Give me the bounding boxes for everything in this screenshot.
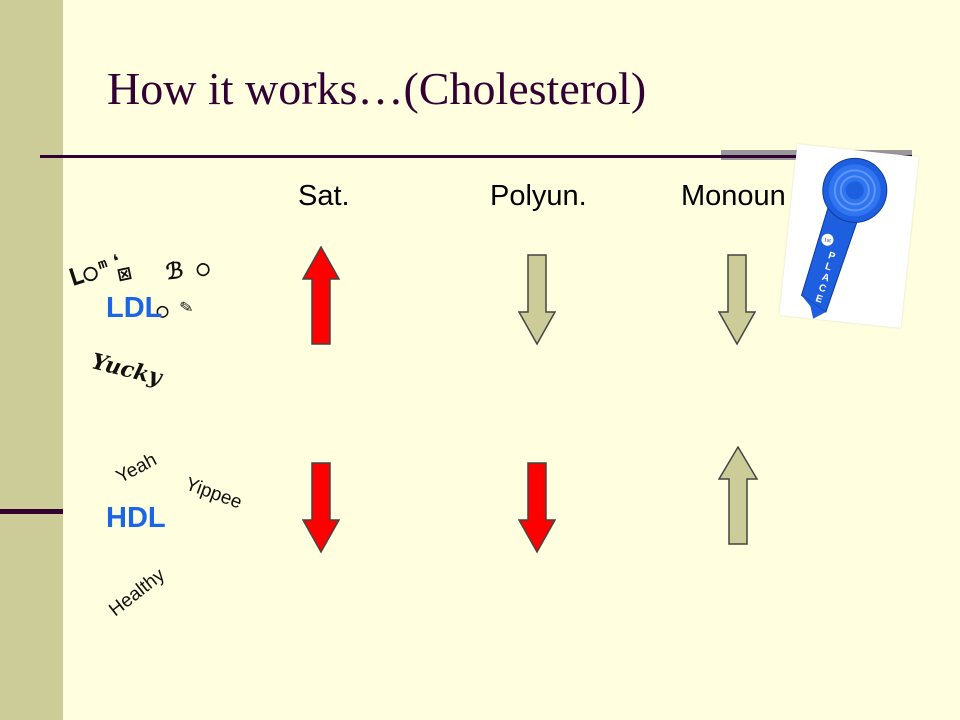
svg-text:A: A [820,272,830,285]
title-rule [40,155,912,158]
svg-text:1st: 1st [824,237,832,244]
svg-text:E: E [814,293,824,306]
annotation-yippee: Yippee [182,473,245,514]
arrow-down-icon [718,254,756,346]
svg-text:C: C [817,282,827,295]
column-header-polyun: Polyun. [490,180,587,212]
arrow-down-icon [302,462,340,554]
first-place-ribbon-icon: 1st P L A C E [779,144,919,328]
arrow-down-icon [518,462,556,554]
arrow-up-icon [302,246,340,345]
arrow-down-icon [518,254,556,346]
scribble-glyphs-3: ℬ ○ [164,255,211,286]
left-sidebar-bar [0,0,63,720]
slide-title: How it works…(Cholesterol) [107,63,647,114]
svg-text:L: L [824,261,833,273]
column-header-sat: Sat. [298,180,350,212]
row-label-ldl: LDL [106,292,163,324]
annotation-healthy: Healthy [105,564,169,621]
arrow-up-icon [718,446,758,545]
annotation-yucky: Yucky [88,348,165,391]
scribble-glyphs-2: ⊠ [115,260,134,289]
column-header-monoun: Monoun [681,180,786,212]
row-label-hdl: HDL [106,502,166,534]
svg-text:P: P [827,250,837,263]
annotation-yeah: Yeah [112,449,161,488]
sidebar-accent-line [0,509,63,514]
